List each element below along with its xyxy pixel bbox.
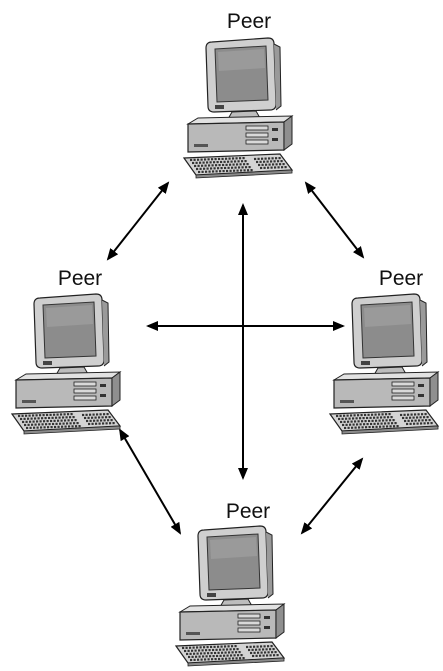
desktop-computer-icon [328, 292, 440, 436]
peer-node-top: Peer [182, 10, 294, 180]
connections [106, 181, 365, 535]
peer-label-bottom: Peer [226, 500, 270, 523]
desktop-computer-icon [182, 36, 294, 180]
arrow-left-bottom [118, 428, 182, 535]
peer-label-right: Peer [379, 267, 423, 290]
arrow-top-left [106, 181, 170, 261]
desktop-computer-icon [10, 292, 122, 436]
arrow-top-right [304, 181, 365, 259]
peer-node-right: Peer [328, 267, 440, 436]
peer-node-bottom: Peer [174, 500, 286, 668]
arrow-right-bottom [300, 457, 364, 535]
peer-label-top: Peer [227, 10, 271, 33]
desktop-computer-icon [174, 524, 286, 668]
peer-label-left: Peer [58, 267, 102, 290]
peer-node-left: Peer [10, 267, 122, 436]
